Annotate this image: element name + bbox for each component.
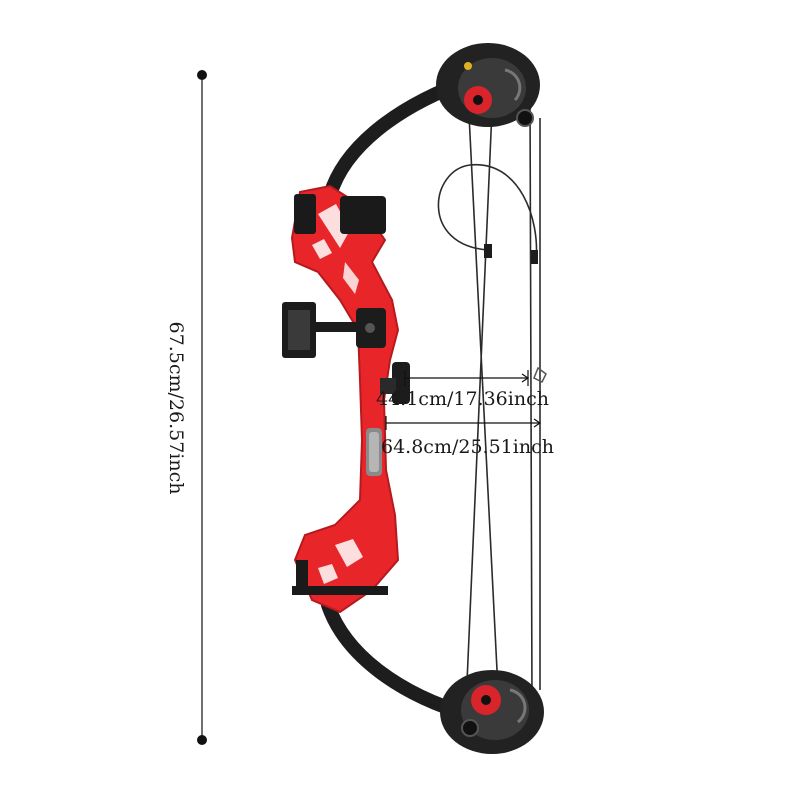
cable-slide [484,244,547,384]
quiver-mount [294,194,386,234]
brace-height-dimension-line [404,370,530,386]
top-cam [436,43,540,127]
bow-strings [437,94,541,706]
height-dimension-label: 67.5cm/26.57inch [165,321,187,495]
axle-to-axle-dimension-line [385,416,542,430]
stabilizer [292,560,388,595]
brace-height-label: 44.1cm/17.36inch [376,388,549,410]
bow-sight [282,302,386,358]
height-dimension-line [197,70,207,745]
axle-to-axle-label: 64.8cm/25.51inch [381,436,554,458]
bottom-cam [440,670,544,754]
